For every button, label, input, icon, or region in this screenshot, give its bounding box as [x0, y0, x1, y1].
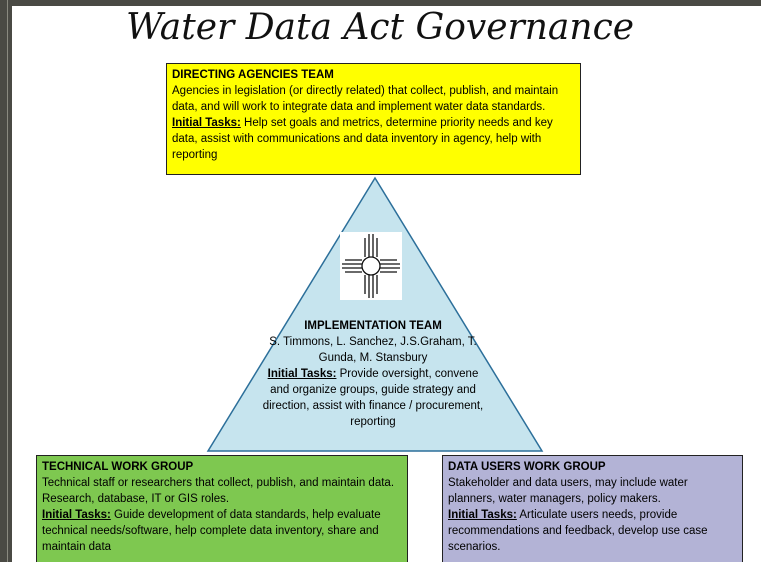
- technical-tasks-label: Initial Tasks:: [42, 509, 111, 521]
- datausers-body: Stakeholder and data users, may include …: [448, 477, 688, 505]
- directing-body: Agencies in legislation (or directly rel…: [172, 85, 559, 113]
- datausers-tasks-label: Initial Tasks:: [448, 509, 517, 521]
- technical-tasks: Guide development of data standards, hel…: [42, 509, 381, 553]
- data-users-work-group-box: DATA USERS WORK GROUP Stakeholder and da…: [442, 455, 743, 562]
- datausers-tasks: Articulate users needs, provide recommen…: [448, 509, 708, 553]
- implementation-tasks: Provide oversight, convene and organize …: [262, 368, 484, 428]
- directing-tasks: Help set goals and metrics, determine pr…: [172, 117, 553, 161]
- directing-agencies-box: DIRECTING AGENCIES TEAM Agencies in legi…: [166, 63, 581, 175]
- frame-edge: [7, 0, 8, 562]
- implementation-members: S. Timmons, L. Sanchez, J.S.Graham, T. G…: [269, 336, 477, 364]
- implementation-triangle: [206, 176, 544, 452]
- datausers-heading: DATA USERS WORK GROUP: [448, 461, 606, 473]
- implementation-heading: IMPLEMENTATION TEAM: [304, 320, 442, 332]
- zia-sun-icon: [340, 232, 402, 300]
- implementation-tasks-label: Initial Tasks:: [267, 368, 337, 380]
- directing-heading: DIRECTING AGENCIES TEAM: [172, 69, 334, 81]
- implementation-team-text: IMPLEMENTATION TEAM S. Timmons, L. Sanch…: [258, 318, 488, 430]
- directing-tasks-label: Initial Tasks:: [172, 117, 241, 129]
- technical-body: Technical staff or researchers that coll…: [42, 477, 395, 505]
- technical-heading: TECHNICAL WORK GROUP: [42, 461, 194, 473]
- page-title: Water Data Act Governance: [125, 7, 635, 48]
- technical-work-group-box: TECHNICAL WORK GROUP Technical staff or …: [36, 455, 408, 562]
